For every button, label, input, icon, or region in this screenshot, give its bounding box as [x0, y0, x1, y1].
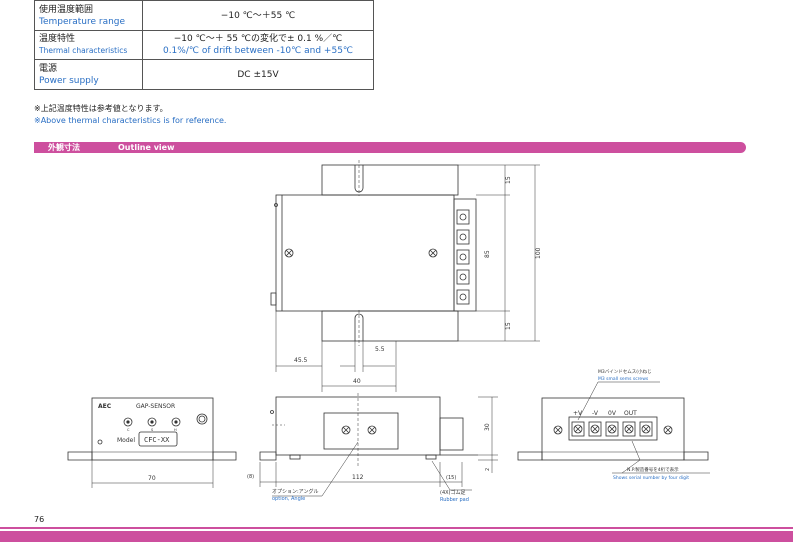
spec-value-en: 0.1%/℃ of drift between -10℃ and +55℃ [162, 46, 354, 56]
note-en: ※Above thermal characteristics is for re… [34, 116, 227, 125]
pot-label-s: S [151, 428, 154, 432]
screw-icon [663, 425, 673, 435]
front-view: AEC GAP-SENSOR C S H Model CFC-XX 70 [67, 397, 237, 488]
rear-panel [541, 397, 685, 461]
spec-label-jp: 使用温度範囲 [39, 4, 94, 15]
side-view: (8) 112 (15) 30 2 オプション:アングル option, Ang… [247, 393, 498, 503]
terminal-screws [571, 421, 653, 437]
top-bracket-upper [321, 164, 459, 196]
dim-15-upper: 15 [505, 176, 512, 184]
rubber-pad-jp: (4X)ゴム足 [440, 489, 466, 496]
spec-value: −10 ℃〜＋55 ℃ [142, 0, 374, 31]
brand-logo: AEC [98, 403, 112, 410]
option-en: option, Angle [272, 496, 305, 502]
spec-row-thermal: 温度特性 Thermal characteristics −10 ℃〜＋ 55 … [34, 30, 374, 60]
dim-112: 112 [352, 474, 364, 481]
screw-icon [367, 425, 377, 435]
model-label: Model [117, 437, 135, 444]
top-view: 15 85 15 100 45.5 5.5 40 [270, 160, 542, 392]
spec-row-power: 電源 Power supply DC ±15V [34, 59, 374, 90]
terminal-label-out: OUT [624, 410, 637, 417]
dim-85: 85 [484, 250, 491, 258]
top-connector [453, 198, 477, 312]
dim-40: 40 [353, 378, 361, 385]
dim-15-lower: 15 [505, 322, 512, 330]
dim-70: 70 [148, 475, 156, 482]
section-header: 外観寸法 Outline view [34, 142, 746, 153]
terminal-label-pv: +V [573, 410, 583, 417]
dim-2: 2 [485, 468, 491, 471]
page-number: 76 [34, 515, 45, 524]
dim-30: 30 [484, 423, 491, 431]
option-jp: オプション:アングル [272, 488, 319, 495]
footer-rule [0, 527, 793, 529]
screw-icon [284, 248, 294, 258]
spec-row-temperature: 使用温度範囲 Temperature range −10 ℃〜＋55 ℃ [34, 0, 374, 31]
dim-100: 100 [535, 247, 542, 259]
screw-icon [341, 425, 351, 435]
pot-label-h: H [174, 428, 177, 432]
side-connector [439, 417, 464, 451]
pot-label-c: C [127, 428, 130, 432]
screw-note-en: M3 small sems screws [598, 376, 649, 382]
front-title: GAP-SENSOR [136, 403, 175, 410]
rear-view: +V -V 0V OUT M3バインドセムス(小ねじ M3 small sems… [517, 368, 710, 481]
spec-label-jp: 温度特性 [39, 34, 76, 44]
dim-5-5: 5.5 [375, 346, 385, 353]
spec-label-en: Temperature range [39, 16, 126, 27]
rubber-pad-en: Rubber pad [440, 497, 469, 503]
dim-8: (8) [247, 474, 254, 480]
side-tab [270, 292, 277, 306]
terminal-label-0v: 0V [608, 410, 617, 417]
top-bracket-lower [321, 310, 459, 342]
model-value: CFC-XX [144, 436, 170, 444]
screw-note-jp: M3バインドセムス(小ねじ [598, 368, 652, 375]
front-panel [91, 397, 214, 461]
model-box [138, 431, 178, 447]
spec-label-en: Thermal characteristics [39, 46, 128, 55]
spec-label-jp: 電源 [39, 63, 58, 74]
spec-value: DC ±15V [142, 59, 374, 90]
top-main-body [275, 194, 455, 312]
screw-icon [428, 248, 438, 258]
spec-label-en: Power supply [39, 75, 99, 86]
footer-band [0, 531, 793, 542]
serial-note-jp: N.P.製造番号を4桁で表示 [627, 466, 679, 473]
terminal-label-mv: -V [592, 410, 599, 417]
screw-icon [553, 425, 563, 435]
spec-table: 使用温度範囲 Temperature range −10 ℃〜＋55 ℃ 温度特… [34, 0, 374, 90]
note-jp: ※上記温度特性は参考値となります。 [34, 104, 168, 113]
terminal-block [568, 416, 658, 441]
dim-15-side: (15) [446, 475, 456, 481]
section-title-en: Outline view [118, 143, 175, 152]
dim-45-5: 45.5 [294, 357, 308, 364]
serial-note-en: Shows serial number by four digit [613, 475, 689, 481]
spec-value-jp: −10 ℃〜＋ 55 ℃の変化で± 0.1 %／℃ [173, 34, 343, 44]
section-title-jp: 外観寸法 [48, 143, 80, 152]
side-bracket-plate [323, 412, 399, 450]
